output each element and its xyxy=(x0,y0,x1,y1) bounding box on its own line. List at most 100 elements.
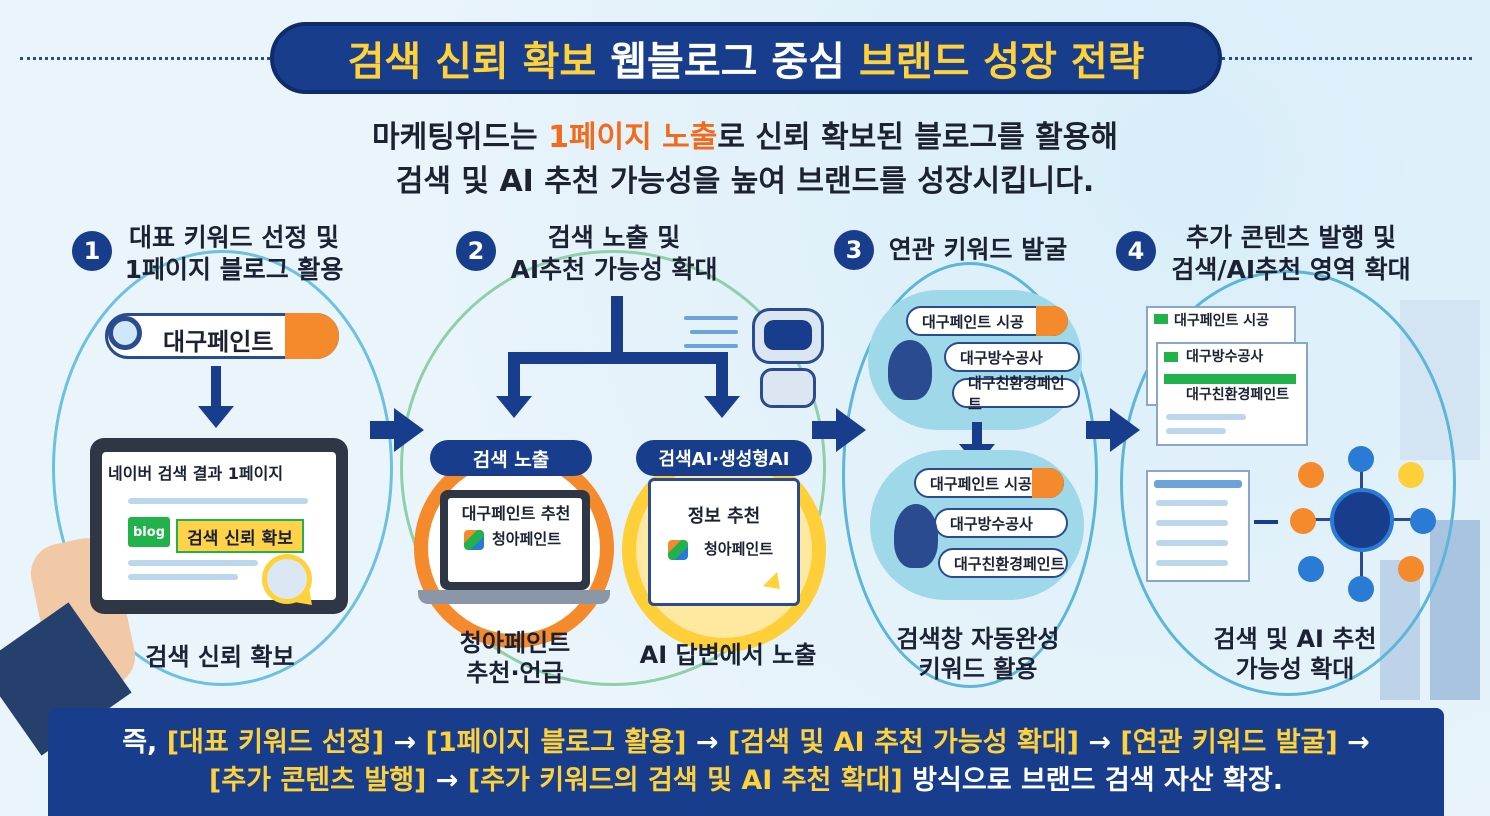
laptop-card-title: 대구페인트 추천 xyxy=(461,504,571,523)
content-doc-2-title: 대구방수공사 xyxy=(1186,349,1264,365)
step-4-number: 4 xyxy=(1116,231,1156,271)
tablet-content-line xyxy=(128,498,308,504)
network-node xyxy=(1348,446,1374,472)
step-1-down-arrow xyxy=(198,406,234,428)
footer-highlight: [추가 키워드의 검색 및 AI 추천 확대] xyxy=(467,765,903,796)
step-3-top-search-text: 대구페인트 시공 xyxy=(922,312,1024,331)
doc-list-row xyxy=(1156,500,1228,506)
step-1-search-keyword: 대구페인트 xyxy=(163,328,274,356)
zoom-circle-icon xyxy=(262,554,312,604)
step-2-left-caption-line-2: 추천·언급 xyxy=(466,659,564,687)
robot-body xyxy=(760,368,816,408)
step-4-ring xyxy=(1120,270,1456,696)
title-dotted-line-right xyxy=(1222,57,1472,60)
title-part-1: 검색 신뢰 확보 xyxy=(347,39,597,85)
step-2-to-3-arrow-stem xyxy=(812,421,838,439)
step-3-caption-line-2: 키워드 활용 xyxy=(918,655,1038,683)
step-2-number: 2 xyxy=(456,231,496,271)
step-3-caption-line-1: 검색창 자동완성 xyxy=(896,625,1060,653)
footer-line-1: 즉, [대표 키워드 선정] → [1페이지 블로그 활용] → [검색 및 A… xyxy=(48,724,1444,762)
footer-arrow: → xyxy=(1078,727,1121,758)
laptop-card-brand: 청아페인트 xyxy=(492,530,562,548)
split-arrow-stem xyxy=(611,296,623,358)
split-arrow-left-head xyxy=(496,396,532,418)
search-icon xyxy=(1032,468,1064,498)
trust-badge: 검색 신뢰 확보 xyxy=(176,519,304,553)
robot-face xyxy=(764,320,812,350)
step-4-title-line-1: 추가 콘텐츠 발행 및 xyxy=(1185,223,1397,252)
footer-arrow: → xyxy=(426,765,468,796)
split-arrow-right-stem xyxy=(716,352,728,398)
step-1-number: 1 xyxy=(72,231,112,271)
step-1-ring xyxy=(52,250,393,686)
ai-exposure-label: 검색AI·생성형AI xyxy=(636,440,812,476)
step-1-to-2-arrow xyxy=(394,408,424,452)
step-1-title-line-1: 대표 키워드 선정 및 xyxy=(128,223,340,252)
doc-green-tag xyxy=(1164,352,1178,362)
blog-badge: blog xyxy=(128,517,170,547)
step-4-caption-line-2: 가능성 확대 xyxy=(1235,655,1355,683)
doc-green-bar xyxy=(1164,374,1296,384)
step-1-search-bar: 대구페인트 xyxy=(105,313,339,359)
step-3-bottom-keyword-1: 대구방수공사 xyxy=(934,508,1068,538)
step-2-right-caption: AI 답변에서 노출 xyxy=(639,641,817,669)
step-2-left-caption-line-1: 청아페인트 xyxy=(459,629,571,657)
person-illustration xyxy=(894,504,938,568)
subtitle-line-2: 검색 및 AI 추천 가능성을 높여 브랜드를 성장시킵니다. xyxy=(395,164,1095,199)
network-node xyxy=(1298,462,1324,488)
subtitle-post: 로 신뢰 확보된 블로그를 활용해 xyxy=(717,120,1118,155)
step-1-title: 대표 키워드 선정 및 1페이지 블로그 활용 xyxy=(118,222,350,286)
step-3-title: 연관 키워드 발굴 xyxy=(880,234,1076,266)
person-illustration xyxy=(888,340,932,400)
network-node xyxy=(1398,556,1424,582)
split-arrow-left-stem xyxy=(508,352,520,398)
step-1-to-2-arrow-stem xyxy=(370,421,396,439)
tablet-content-line xyxy=(128,574,238,580)
doc-content-line xyxy=(1166,428,1226,434)
network-node xyxy=(1348,576,1374,602)
step-3-to-4-arrow-stem xyxy=(1086,421,1112,439)
step-3-bottom-search: 대구페인트 시공 xyxy=(914,468,1064,498)
step-3-down-arrow-stem xyxy=(972,422,982,446)
content-doc-1-title: 대구페인트 시공 xyxy=(1174,313,1270,329)
step-3-bottom-keyword-2: 대구친환경페인트 xyxy=(938,548,1068,578)
footer-arrow: → xyxy=(686,727,728,758)
title-part-3: 브랜드 성장 전략 xyxy=(858,39,1145,85)
step-2-title-line-2: AI추천 가능성 확대 xyxy=(510,255,718,284)
content-doc-3-title: 대구친환경페인트 xyxy=(1186,387,1290,403)
step-1-title-line-2: 1페이지 블로그 활용 xyxy=(124,255,344,284)
ai-card-title: 정보 추천 xyxy=(687,506,761,527)
step-3-ring xyxy=(842,262,1098,688)
step-3-to-4-arrow xyxy=(1110,408,1140,452)
footer-arrow: → xyxy=(384,727,426,758)
footer-arrow: → xyxy=(1337,727,1370,758)
doc-content-line xyxy=(1166,414,1246,420)
doc-to-cart-arrow xyxy=(1254,520,1278,524)
search-icon xyxy=(1036,306,1068,336)
network-node xyxy=(1290,508,1316,534)
step-2-ring xyxy=(400,250,826,686)
ai-card-brand: 청아페인트 xyxy=(704,540,774,558)
robot-signal-line xyxy=(684,344,738,348)
step-4-title-line-2: 검색/AI추천 영역 확대 xyxy=(1171,255,1411,284)
footer-text: 즉, xyxy=(122,727,167,758)
split-arrow-right-head xyxy=(704,396,740,418)
tablet-screen-title: 네이버 검색 결과 1페이지 xyxy=(108,464,284,483)
shopping-cart-icon xyxy=(1330,488,1394,552)
network-node xyxy=(1298,556,1324,582)
doc-list-row xyxy=(1156,560,1228,566)
network-node xyxy=(1410,508,1436,534)
search-icon xyxy=(285,313,339,359)
footer-highlight: [1페이지 블로그 활용] xyxy=(425,727,687,758)
laptop-base xyxy=(418,590,610,604)
magnifier-icon xyxy=(108,316,142,350)
footer-highlight: [검색 및 AI 추천 가능성 확대] xyxy=(727,727,1079,758)
step-2-title: 검색 노출 및 AI추천 가능성 확대 xyxy=(502,222,726,286)
step-2-title-line-1: 검색 노출 및 xyxy=(547,223,681,252)
step-3-top-keyword-2: 대구친환경페인트 xyxy=(952,374,1080,413)
title-part-2: 웹블로그 중심 xyxy=(610,39,845,85)
